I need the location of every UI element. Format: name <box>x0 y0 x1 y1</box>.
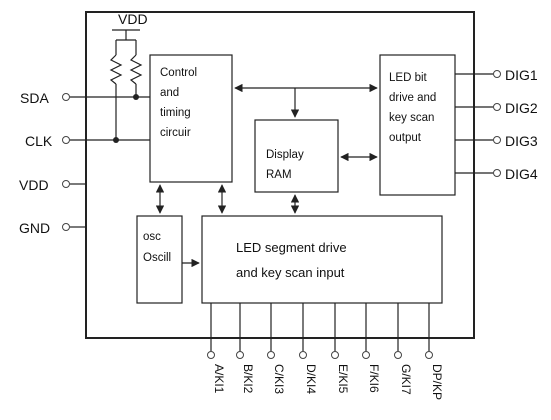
pin-label-d-ki4: D/KI4 <box>304 364 318 394</box>
osc-line-1: osc <box>143 231 161 243</box>
block-oscillator: osc Oscill <box>136 215 183 304</box>
pin-label-dig3: DIG3 <box>505 133 538 149</box>
pin-dig3: DIG3 <box>455 133 538 149</box>
pin-label-c-ki3: C/KI3 <box>272 364 286 394</box>
pin-dp-kp: DP/KP <box>425 303 444 400</box>
pin-a-ki1: A/KI1 <box>207 303 226 394</box>
segment-line-2: and key scan input <box>236 265 345 280</box>
pin-b-ki2: B/KI2 <box>236 303 255 394</box>
pin-sda: SDA <box>20 90 150 106</box>
pin-label-dig1: DIG1 <box>505 67 538 83</box>
pin-label-clk: CLK <box>25 133 53 149</box>
block-control: Control and timing circuir <box>149 54 233 183</box>
ram-line-1: Display <box>266 149 304 161</box>
pin-label-b-ki2: B/KI2 <box>241 364 255 394</box>
segment-line-1: LED segment drive <box>236 240 347 255</box>
block-led-segment-drive: LED segment drive and key scan input <box>201 215 443 304</box>
led-bit-line-4: output <box>389 132 422 144</box>
pin-dig2: DIG2 <box>455 100 538 116</box>
pin-vdd: VDD <box>19 177 86 193</box>
block-display-ram: Display RAM <box>254 119 339 193</box>
pin-clk: CLK <box>25 133 150 149</box>
pin-d-ki4: D/KI4 <box>299 303 318 394</box>
osc-line-2: Oscill <box>143 252 171 264</box>
pin-label-e-ki5: E/KI5 <box>336 364 350 394</box>
pin-label-vdd: VDD <box>19 177 49 193</box>
pin-gnd: GND <box>19 220 86 236</box>
pin-e-ki5: E/KI5 <box>331 303 350 394</box>
control-line-4: circuir <box>160 127 191 139</box>
bottom-pins: A/KI1 B/KI2 C/KI3 D/KI4 E/KI5 F/KI6 <box>207 303 444 400</box>
led-bit-line-2: drive and <box>389 92 436 104</box>
control-line-2: and <box>160 87 179 99</box>
pin-label-sda: SDA <box>20 90 49 106</box>
pin-label-g-ki7: G/KI7 <box>399 364 413 395</box>
resistor-sda <box>129 54 143 85</box>
pin-label-a-ki1: A/KI1 <box>212 364 226 394</box>
resistor-clk <box>109 54 123 85</box>
led-bit-line-1: LED bit <box>389 72 428 84</box>
pin-f-ki6: F/KI6 <box>362 303 381 393</box>
pin-label-f-ki6: F/KI6 <box>367 364 381 393</box>
connections <box>155 83 378 268</box>
block-led-bit-drive: LED bit drive and key scan output <box>379 54 456 196</box>
left-pins: SDA CLK VDD GND <box>19 90 150 236</box>
pin-label-gnd: GND <box>19 220 50 236</box>
pullup-network: VDD <box>109 11 148 140</box>
supply-label: VDD <box>118 11 148 27</box>
pin-c-ki3: C/KI3 <box>267 303 286 394</box>
led-bit-line-3: key scan <box>389 112 434 124</box>
pin-label-dp-kp: DP/KP <box>430 364 444 400</box>
right-pins: DIG1 DIG2 DIG3 DIG4 <box>455 67 538 182</box>
pin-dig4: DIG4 <box>455 166 538 182</box>
pin-dig1: DIG1 <box>455 67 538 83</box>
ram-line-2: RAM <box>266 169 292 181</box>
control-line-3: timing <box>160 107 191 119</box>
pin-g-ki7: G/KI7 <box>394 303 413 395</box>
control-line-1: Control <box>160 67 197 79</box>
pin-label-dig4: DIG4 <box>505 166 538 182</box>
pin-label-dig2: DIG2 <box>505 100 538 116</box>
